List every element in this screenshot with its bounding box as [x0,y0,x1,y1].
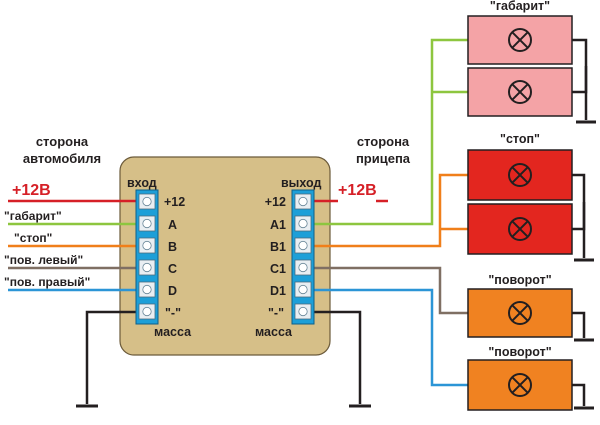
input-terminal-label-a: A [168,218,177,232]
trailer-side-label-line2: прицепа [356,151,411,166]
lamp-parking-2 [467,67,573,117]
lamp-x-circle-icon [508,80,532,104]
lamp-stop-1 [467,149,573,201]
lamp-ground-wires [572,38,596,410]
output-terminal-label-minus: "-" [268,306,284,320]
input-wire-label-right-turn: "пов. правый" [4,275,90,289]
lamp-stop-2 [467,203,573,255]
output-terminal-label-b1: B1 [270,240,286,254]
input-terminal-labels: +12 A B C D "-" масса [154,195,192,339]
input-terminal-label-c: C [168,262,177,276]
input-terminal-strip [135,189,159,325]
screw-terminal-icon [138,303,156,320]
module-box [119,156,331,356]
output-wire-parking [312,38,468,226]
output-terminal-label-a1: A1 [270,218,286,232]
input-wire-label-stop: "стоп" [14,231,52,245]
output-power-label: +12В [338,182,377,199]
input-wire-ground [85,310,138,404]
screw-terminal-icon [294,237,312,254]
lamp-group-label-turn-right: "поворот" [488,345,551,359]
lamp-group-label-parking: "габарит" [490,0,550,13]
car-side-label-line1: сторона [36,134,89,149]
lamp-x-circle-icon [508,217,532,241]
lamp-x-circle-icon [508,163,532,187]
screw-terminal-icon [138,193,156,210]
lamp-x-circle-icon [508,28,532,52]
screw-terminal-icon [294,303,312,320]
output-wire-ground [312,310,362,404]
screw-terminal-icon [138,259,156,276]
screw-terminal-icon [138,215,156,232]
input-wire-label-left-turn: "пов. левый" [4,253,83,267]
car-side-label-line2: автомобиля [23,151,101,166]
lamp-group-label-stop: "стоп" [500,132,540,146]
screw-terminal-icon [294,215,312,232]
output-terminal-label-12v: +12 [265,195,286,209]
input-title: вход [127,176,157,190]
input-terminal-label-12v: +12 [164,195,185,209]
output-title: выход [281,176,321,190]
screw-terminal-icon [294,281,312,298]
lamp-x-circle-icon [508,301,532,325]
output-terminal-strip [291,189,315,325]
lamp-parking-1 [467,15,573,65]
output-wire-stop [312,173,468,248]
output-terminal-label-c1: C1 [270,262,286,276]
trailer-side-label-line1: сторона [357,134,410,149]
input-terminal-label-d: D [168,284,177,298]
input-ground-label: масса [154,325,192,339]
lamp-turn-left [467,288,573,338]
output-wire-right-turn [312,288,468,387]
input-terminal-label-minus: "-" [165,306,181,320]
output-terminal-label-d1: D1 [270,284,286,298]
input-power-label: +12В [12,182,51,199]
output-terminal-labels: +12 A1 B1 C1 D1 "-" масса [255,195,293,339]
screw-terminal-icon [138,281,156,298]
screw-terminal-icon [138,237,156,254]
lamp-x-circle-icon [508,373,532,397]
screw-terminal-icon [294,193,312,210]
lamp-group-label-turn-left: "поворот" [488,273,551,287]
input-wire-label-parking: "габарит" [4,209,62,223]
output-ground-label: масса [255,325,293,339]
output-wire-left-turn [312,266,468,315]
lamp-turn-right [467,359,573,411]
input-terminal-label-b: B [168,240,177,254]
screw-terminal-icon [294,259,312,276]
